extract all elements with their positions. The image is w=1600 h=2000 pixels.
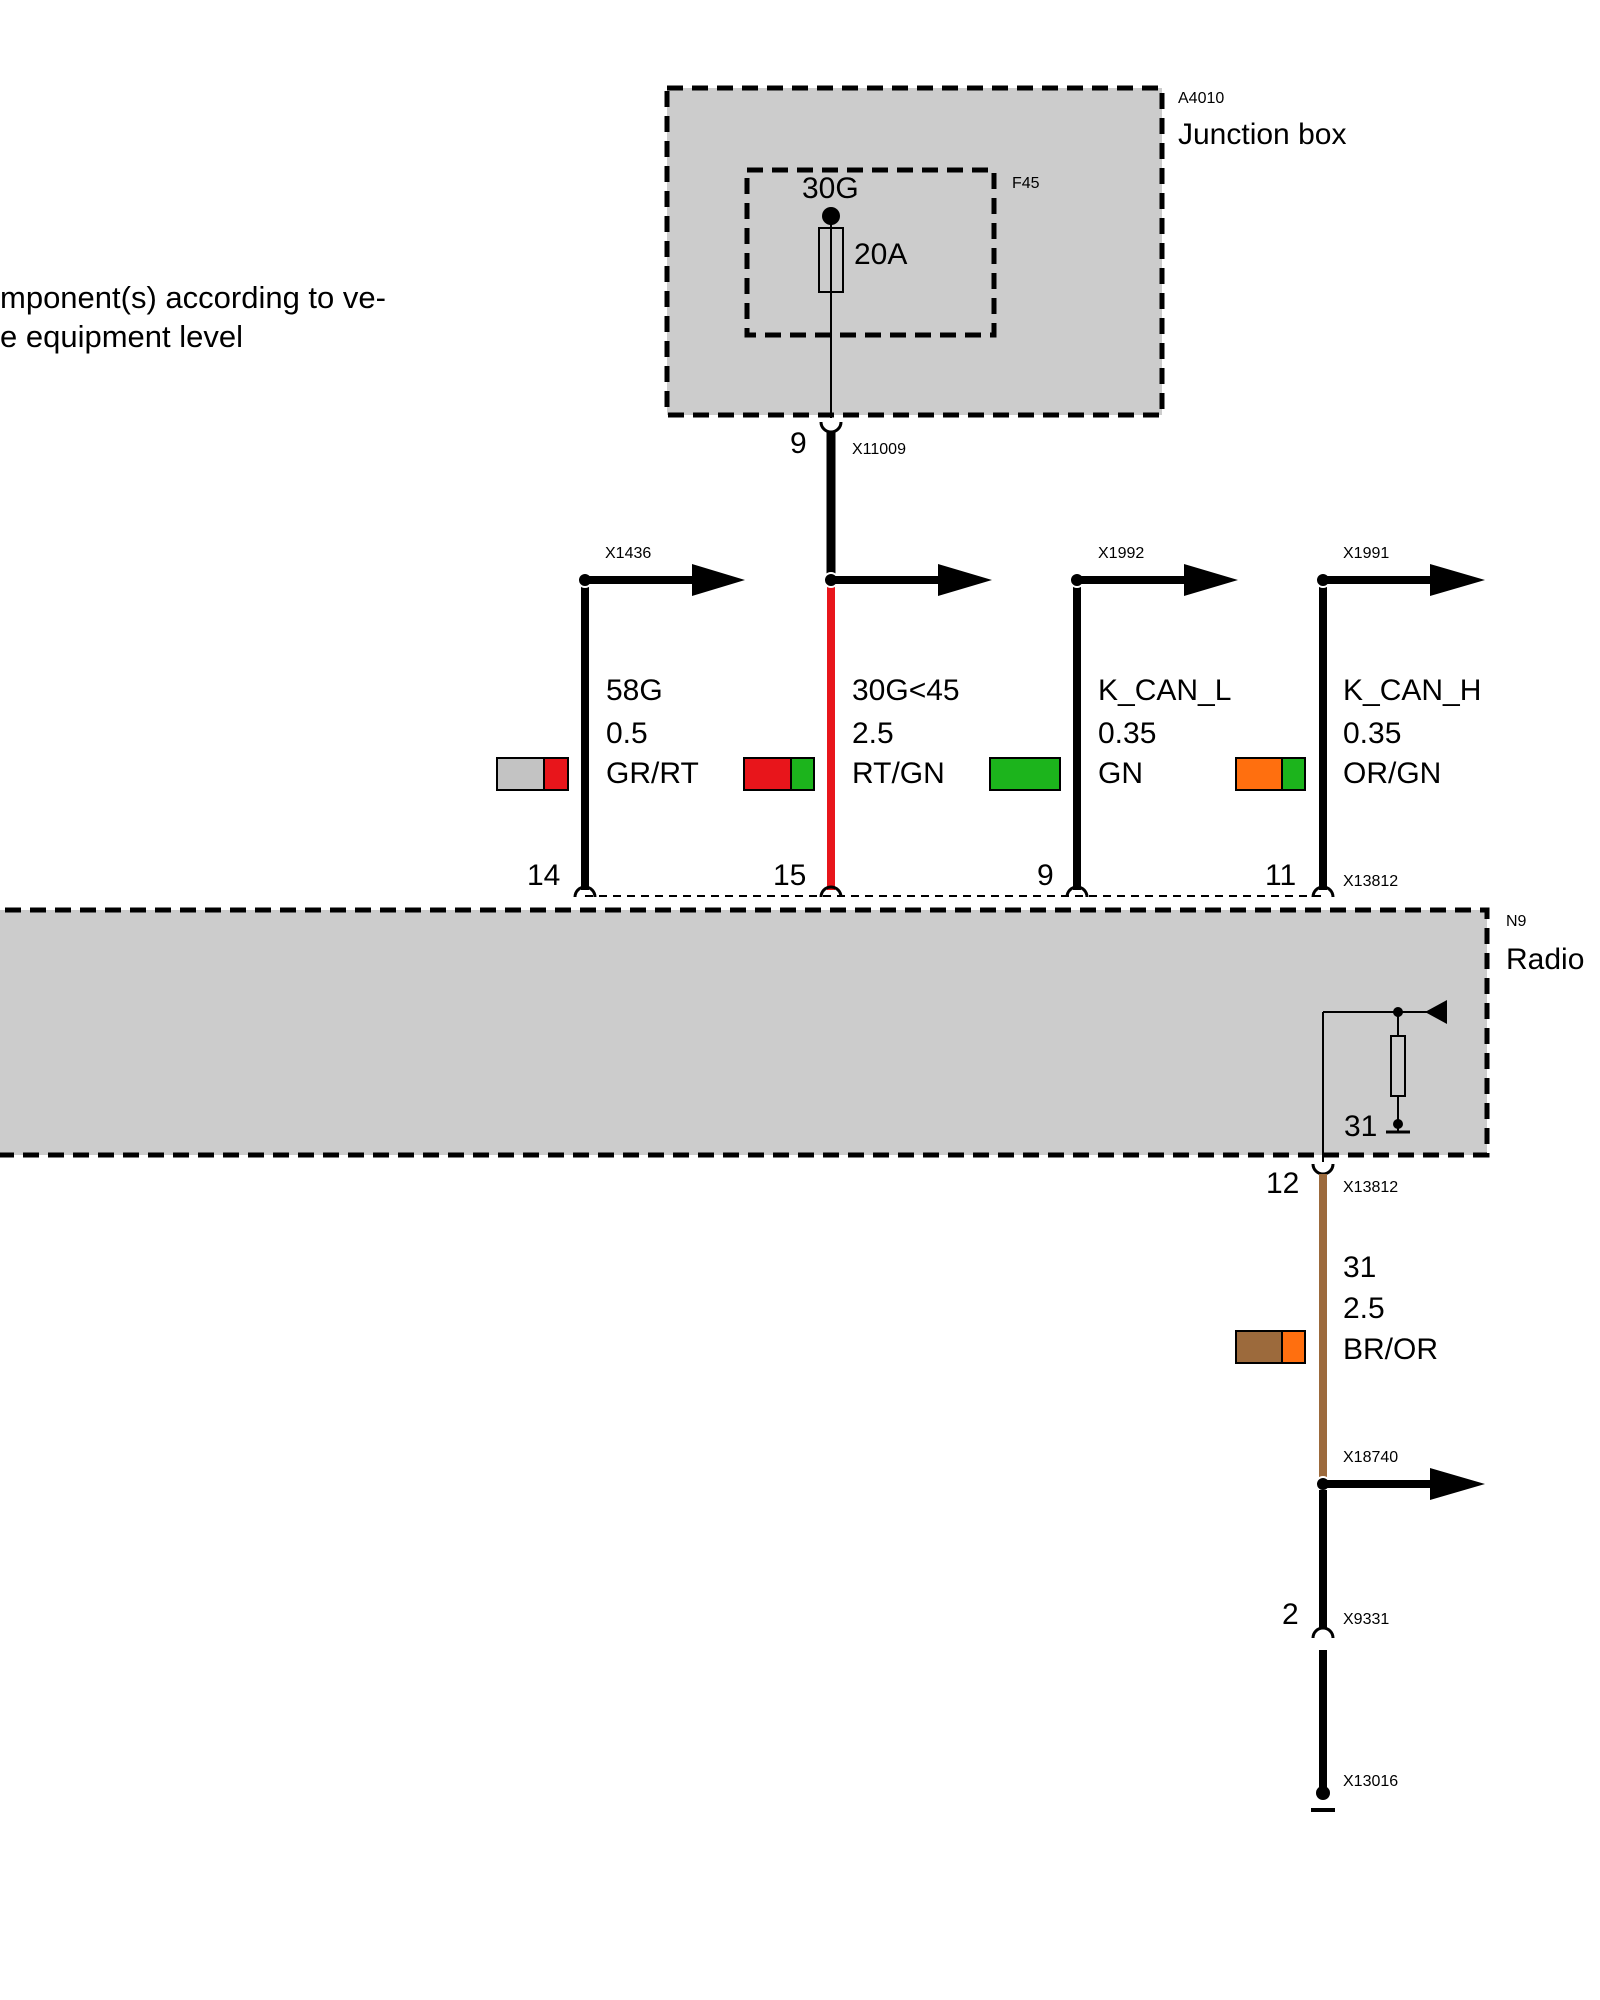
- internal-antenna-icon: [1425, 1000, 1447, 1024]
- wire-kcan-l-arrow: [1184, 564, 1238, 596]
- wire-kcan-h-arrow: [1430, 564, 1485, 596]
- equipment-note-line1: mponent(s) according to ve-: [0, 280, 386, 315]
- inline-connector-pin: 2: [1282, 1598, 1299, 1631]
- ground-wire-signal: 31: [1343, 1251, 1376, 1284]
- wire-58g-pin-symbol: [573, 885, 597, 898]
- equipment-note-line2: e equipment level: [0, 319, 243, 354]
- radio-module-outline: [0, 907, 1490, 1158]
- ground-pin-number: 12: [1266, 1167, 1299, 1200]
- wire-30g45-gauge: 2.5: [852, 717, 894, 750]
- wire-kcan-h-color-code: OR/GN: [1343, 757, 1441, 790]
- wire-58g-color-code: GR/RT: [606, 757, 699, 790]
- fuse-rating: 20A: [854, 238, 907, 271]
- wire-30g45-swatch-primary: [743, 757, 792, 791]
- wire-58g-connector: X1436: [605, 545, 651, 562]
- junction-box-outline: [664, 85, 1165, 418]
- ground-wire-gauge: 2.5: [1343, 1292, 1385, 1325]
- wire-kcan-h-swatch-primary: [1235, 757, 1283, 791]
- junction-box-name: Junction box: [1178, 118, 1346, 151]
- radio-internal-ground: 31: [1322, 1000, 1447, 1162]
- wire-kcan-h-gauge: 0.35: [1343, 717, 1401, 750]
- inline-connector-label: X9331: [1343, 1611, 1389, 1628]
- wire-ground-31: 12 X13812 31 2.5 BR/OR X18740 2 X9331 X1…: [1235, 1163, 1485, 1812]
- ground-wire-color-code: BR/OR: [1343, 1333, 1438, 1366]
- wire-58g-arrow: [692, 564, 745, 596]
- wire-kcan-l-color-code: GN: [1098, 757, 1143, 790]
- ground-point-dot: [1316, 1786, 1330, 1800]
- wire-kcan-h-signal: K_CAN_H: [1343, 674, 1481, 707]
- wire-kcan-h-pin: 11: [1265, 859, 1296, 892]
- fuse-code: F45: [1012, 175, 1040, 192]
- wire-58g: X1436 58G 0.5 GR/RT 14: [496, 545, 745, 898]
- wire-kcan-l: X1992 K_CAN_L 0.35 GN 9: [989, 545, 1238, 898]
- wire-kcan-h-swatch-stripe: [1281, 757, 1306, 791]
- wire-kcan-l-connector: X1992: [1098, 545, 1144, 562]
- ground-wire-swatch-stripe: [1281, 1330, 1306, 1364]
- connector-x13812-top-label: X13812: [1343, 873, 1398, 890]
- wire-kcan-h-connector: X1991: [1343, 545, 1389, 562]
- connector-x11009-label: X11009: [852, 441, 906, 458]
- wire-kcan-l-swatch-primary: [989, 757, 1061, 791]
- wire-kcan-l-pin: 9: [1037, 859, 1054, 892]
- equipment-note: mponent(s) according to ve- e equipment …: [0, 278, 386, 356]
- wire-30g45-color-code: RT/GN: [852, 757, 945, 790]
- wire-30g45-pin-symbol: [819, 885, 843, 898]
- wire-30g45: 30G<45 2.5 RT/GN 15: [743, 564, 992, 898]
- wire-58g-pin: 14: [527, 859, 560, 892]
- wire-58g-gauge: 0.5: [606, 717, 648, 750]
- connector-x11009-pin: 9: [790, 427, 807, 460]
- ground-connector-label: X13812: [1343, 1179, 1398, 1196]
- ground-pin-symbol: [1311, 1163, 1335, 1176]
- fuse-terminal-label: 30G: [802, 172, 859, 205]
- inline-connector-symbol: [1311, 1626, 1335, 1639]
- splice-x18740-label: X18740: [1343, 1449, 1398, 1466]
- wire-kcan-l-signal: K_CAN_L: [1098, 674, 1231, 707]
- internal-ground-label: 31: [1344, 1110, 1377, 1143]
- ground-point-label: X13016: [1343, 1773, 1398, 1790]
- wire-kcan-l-pin-symbol: [1065, 885, 1089, 898]
- junction-box-code: A4010: [1178, 90, 1224, 107]
- wire-kcan-h-pin-symbol: [1311, 885, 1335, 898]
- wire-30g45-arrow: [938, 564, 992, 596]
- radio-code: N9: [1506, 913, 1527, 930]
- fuse-holder-outline: [744, 167, 997, 338]
- connector-x11009-symbol: [819, 421, 843, 434]
- radio-name: Radio: [1506, 943, 1584, 976]
- wire-30g45-signal: 30G<45: [852, 674, 960, 707]
- wire-30g45-pin: 15: [773, 859, 806, 892]
- splice-x18740-arrow: [1430, 1468, 1485, 1500]
- wire-30g45-swatch-stripe: [790, 757, 815, 791]
- ground-wire-swatch-primary: [1235, 1330, 1283, 1364]
- wire-58g-swatch-primary: [496, 757, 545, 791]
- wire-kcan-l-gauge: 0.35: [1098, 717, 1156, 750]
- wire-kcan-h: X1991 K_CAN_H 0.35 OR/GN 11: [1235, 545, 1485, 898]
- wire-58g-signal: 58G: [606, 674, 663, 707]
- wire-58g-swatch-stripe: [543, 757, 569, 791]
